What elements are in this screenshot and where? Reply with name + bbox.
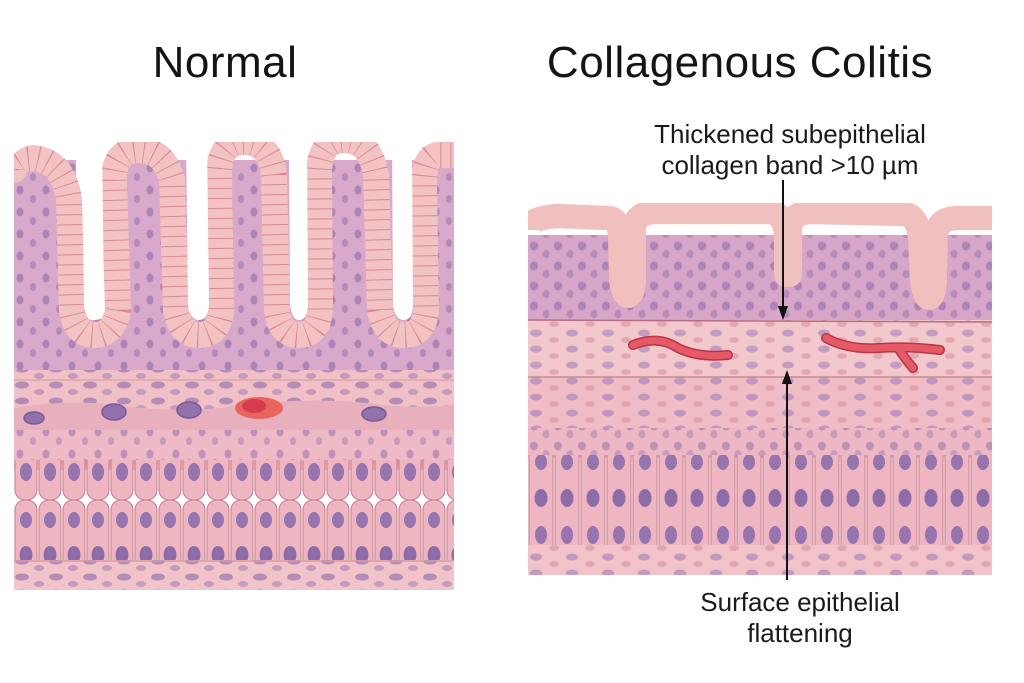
flattening-line2: flattening — [747, 618, 853, 648]
title-normal: Normal — [152, 38, 298, 87]
collagen-band-annotation: Thickened subepithelial collagen band >1… — [620, 119, 960, 181]
epithelial-flattening-annotation: Surface epithelial flattening — [660, 587, 940, 649]
collagenous-colitis-illustration — [528, 200, 992, 580]
title-collagenous-colitis: Collagenous Colitis — [546, 38, 934, 87]
collagen-band-line1: Thickened subepithelial — [654, 119, 926, 149]
annotation-arrows — [778, 180, 792, 580]
flattening-line1: Surface epithelial — [700, 587, 900, 617]
normal-mucosa-illustration — [14, 140, 454, 590]
collagen-band-line2: collagen band >10 µm — [661, 150, 919, 180]
